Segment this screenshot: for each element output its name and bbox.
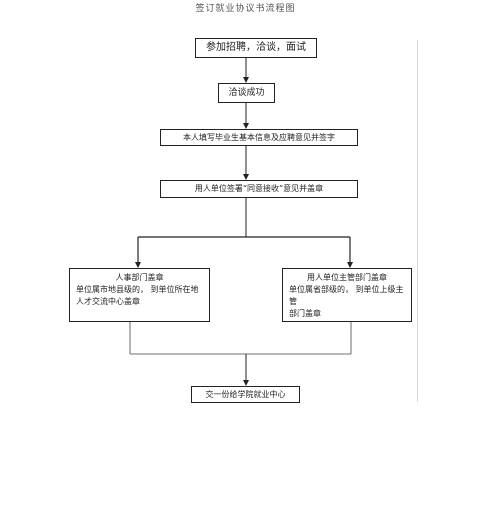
diagram-frame [66, 40, 418, 402]
step-interview-label: 参加招聘，洽谈，面试 [206, 42, 306, 53]
step-success-box: 洽谈成功 [218, 83, 275, 103]
step-fill-info-label: 本人填写毕业生基本信息及应聘意见并签字 [183, 132, 335, 142]
hr-department-line-1: 单位属市地县级的， 到单位所在地 [76, 285, 199, 294]
final-submit-box: 交一份给学院就业中心 [191, 386, 300, 403]
supervisor-department-line-2: 部门盖章 [289, 309, 321, 318]
supervisor-department-line-1: 单位属省部级的， 到单位上级主管 [289, 285, 404, 306]
supervisor-department-box: 用人单位主管部门盖章 单位属省部级的， 到单位上级主管 部门盖章 [282, 268, 412, 322]
supervisor-department-title: 用人单位主管部门盖章 [307, 273, 387, 282]
hr-department-box: 人事部门盖章 单位属市地县级的， 到单位所在地 人才交流中心盖章 [69, 268, 210, 322]
document-title: 签订就业协议书流程图 [195, 4, 296, 14]
step-interview-box: 参加招聘，洽谈，面试 [195, 38, 317, 58]
step-employer-sign-box: 用人单位签署“同意接收”意见并盖章 [160, 180, 358, 198]
step-success-label: 洽谈成功 [228, 88, 265, 98]
step-employer-sign-label: 用人单位签署“同意接收”意见并盖章 [194, 184, 324, 193]
hr-department-line-2: 人才交流中心盖章 [76, 297, 140, 306]
final-submit-label: 交一份给学院就业中心 [205, 389, 286, 399]
step-fill-info-box: 本人填写毕业生基本信息及应聘意见并签字 [160, 129, 358, 146]
hr-department-title: 人事部门盖章 [115, 273, 164, 282]
